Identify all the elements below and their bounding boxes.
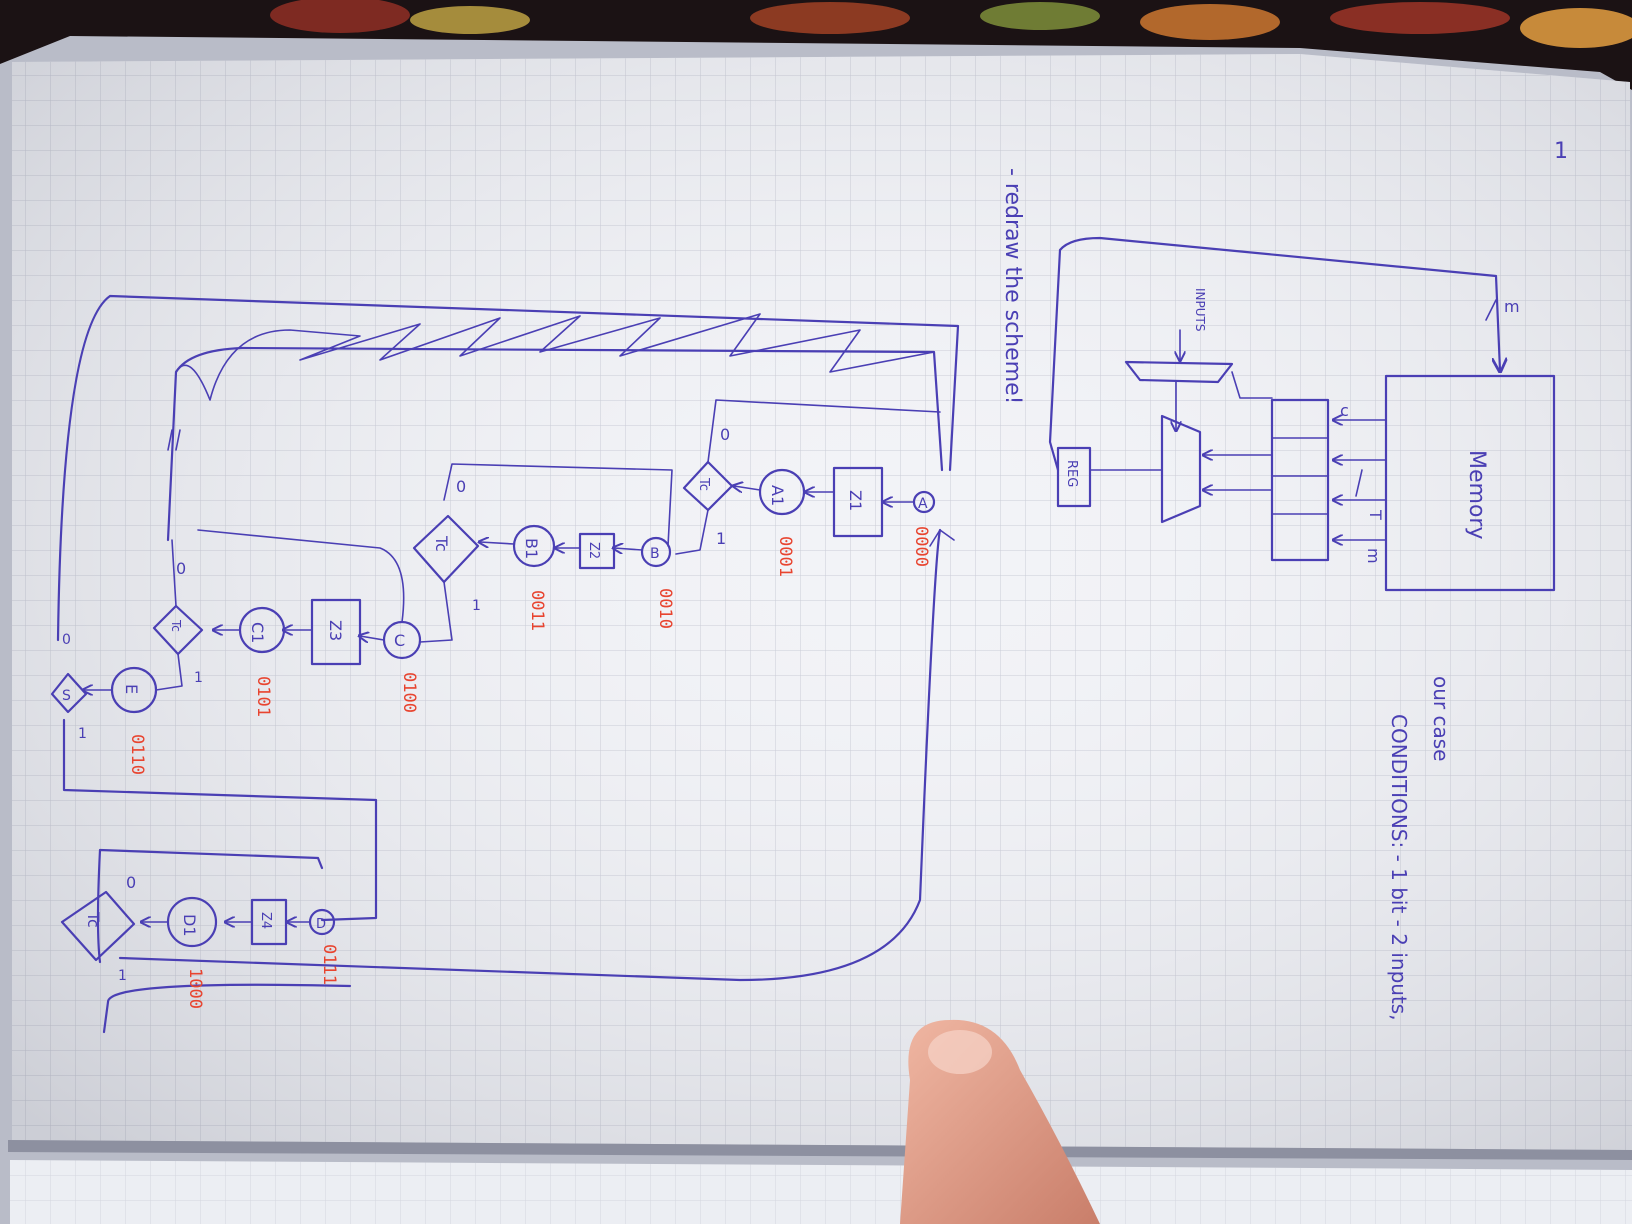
condition-tc-2 [412,514,480,584]
memory-label: Memory [1464,450,1489,539]
state-a-label: A [918,496,928,512]
state-c1-code: 0101 [253,676,273,717]
action-z4-label: Z4 [258,912,273,929]
fsm-flowchart: A 0000 Z1 A1 0001 Tc 0 1 B 0010 Z2 B1 00… [50,294,960,1034]
branch-zero-2: 0 [456,477,466,496]
action-z1 [832,466,884,538]
our-case-note: our case [1429,676,1453,761]
state-d-code: 0111 [319,944,339,985]
branch-one-s: 1 [78,726,87,742]
state-a1 [758,468,806,516]
inputs-label: INPUTS [1193,288,1207,331]
conditions-note: CONDITIONS: - 1 bit - 2 inputs, [1387,714,1411,1021]
condition-s-label: S [62,688,71,704]
state-c1-label: C1 [248,622,267,643]
branch-zero-4: 0 [126,873,136,892]
input-selector [1124,360,1234,384]
action-z3-label: Z3 [326,620,345,641]
page-tick-mark: 1 [1554,139,1568,164]
side-notes: 1 - redraw the scheme! our case CONDITIO… [1000,139,1568,1021]
branch-zero-1: 0 [720,425,730,444]
state-e-label: E [122,684,141,694]
state-d1-code: 1000 [185,968,205,1009]
datapath-schematic: Memory c T m REG INPUTS m [1048,236,1556,592]
condition-tc-2-label: Tc [432,535,451,552]
redraw-note: - redraw the scheme! [1000,168,1025,404]
condition-tc-3-label: Tc [169,619,183,632]
register-file [1270,398,1330,562]
memory-block [1384,374,1556,592]
state-b-code: 0010 [655,588,675,629]
state-c-code: 0100 [399,672,419,713]
branch-one-2: 1 [472,598,481,614]
state-b1-code: 0011 [527,590,547,631]
branch-zero-3: 0 [176,559,186,578]
state-b1 [512,524,556,568]
branch-one-3: 1 [194,670,203,686]
state-d1-label: D1 [180,914,199,937]
condition-tc-4 [60,890,136,962]
bus-width-c: c [1340,401,1349,420]
state-a1-code: 0001 [775,536,795,577]
state-d-label: D [316,917,326,932]
state-e-code: 0110 [127,734,147,775]
bus-width-t: T [1366,509,1385,520]
branch-one-1: 1 [716,529,726,548]
bus-width-m-lower: m [1364,548,1383,564]
condition-s [50,672,88,714]
notebook-page [0,36,1632,1224]
condition-tc-4-label: Tc [84,911,103,928]
action-z2 [578,532,616,570]
state-a-code: 0000 [911,526,931,567]
state-b1-label: B1 [522,538,541,559]
reg-label: REG [1064,460,1079,487]
finger [900,1019,1100,1224]
branch-zero-s: 0 [62,632,71,648]
bus-width-m: m [1504,297,1520,316]
branch-one-4: 1 [118,968,127,984]
condition-tc-3 [152,604,204,656]
state-b-label: B [650,546,660,562]
state-b [640,536,672,568]
condition-tc-1 [682,460,734,512]
state-c-label: C [394,631,405,650]
condition-tc-1-label: Tc [696,477,711,491]
reg-block [1056,446,1092,508]
action-z3 [310,598,362,666]
action-z1-label: Z1 [846,490,865,511]
action-z2-label: Z2 [586,542,601,559]
state-a1-label: A1 [768,485,787,506]
